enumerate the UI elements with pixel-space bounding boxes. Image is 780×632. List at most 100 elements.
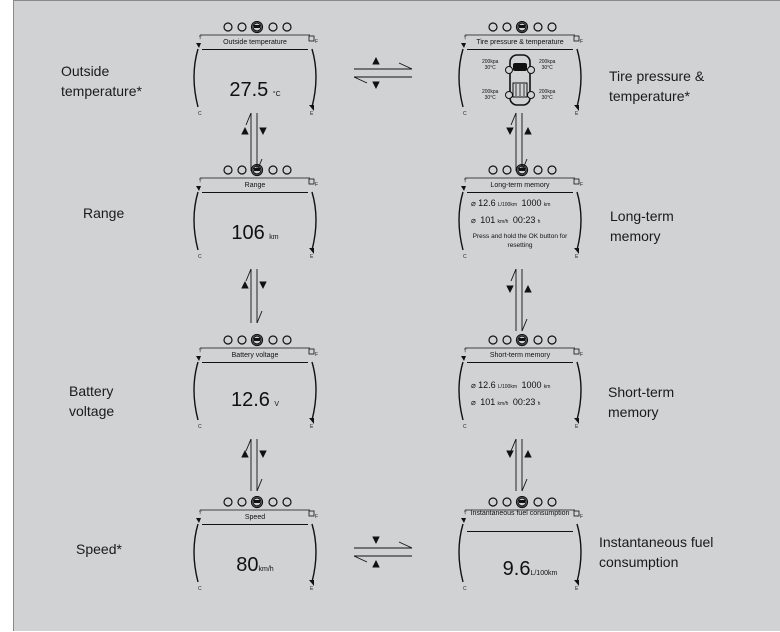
gauge-c-mark: C: [463, 254, 467, 260]
music-icon: [282, 165, 292, 175]
music-icon: [282, 497, 292, 507]
gauge-e-mark: E: [310, 254, 314, 260]
left-gauge-arc: [193, 523, 199, 583]
warning-icon: [268, 335, 278, 345]
arrowhead-up: [241, 449, 249, 458]
arrow-tail: [521, 478, 528, 492]
arrow-tail: [398, 541, 413, 549]
arrow-tail: [256, 478, 263, 492]
fuel-gauge-tick: [309, 248, 314, 254]
car-icon-ring: [515, 334, 529, 347]
arrow-tail: [398, 62, 413, 70]
tire-icon: [237, 335, 247, 345]
trip-icon: [223, 335, 233, 345]
arrowhead: [372, 536, 380, 545]
music-icon: [547, 497, 557, 507]
car-icon-ring: [515, 21, 529, 34]
arrowhead-up: [241, 280, 249, 289]
tire-icon: [237, 497, 247, 507]
fuel-pump-icon: [308, 35, 315, 42]
gauge-c-mark: C: [198, 254, 202, 260]
warning-icon: [268, 22, 278, 32]
warning-icon: [533, 22, 543, 32]
right-gauge-arc: [576, 48, 582, 108]
arrowhead: [372, 559, 380, 568]
car-icon-body: [519, 25, 525, 28]
fuel-unit: L/100km: [530, 570, 558, 577]
tire-icon: [502, 165, 512, 175]
arrowhead-down: [259, 450, 267, 459]
fuel-gauge-tick: [309, 418, 314, 424]
car-icon-body: [254, 338, 260, 341]
left-gauge-arc: [193, 48, 199, 108]
arrowhead-down: [506, 450, 514, 459]
left-gauge-arc: [193, 361, 199, 421]
car-icon-ring: [250, 21, 264, 34]
thermometer-icon: ⫯: [199, 509, 202, 516]
thermometer-icon: ⫯: [199, 34, 202, 41]
temperature-value: 27.5: [229, 79, 269, 101]
label-range: Range: [83, 205, 125, 221]
arrow-tail: [245, 268, 252, 282]
car-icon-body: [519, 500, 525, 503]
fuel-pump-icon: [573, 510, 580, 517]
tire-icon: [502, 335, 512, 345]
arrow-tail: [510, 438, 517, 452]
temp-gauge-tick: [461, 43, 466, 48]
trip-icon: [488, 22, 498, 32]
gauge-c-mark: C: [463, 424, 467, 430]
consumption-row: ⌀ 12.6 L/100km 1000 km: [471, 198, 551, 208]
car-icon-ring: [515, 496, 529, 509]
arrow-tail: [510, 268, 517, 282]
warning-icon: [533, 335, 543, 345]
right-gauge-arc: [311, 361, 317, 421]
music-icon: [282, 335, 292, 345]
screen-header: Battery voltage: [202, 349, 308, 363]
arrowhead: [372, 81, 380, 90]
voltage-value: 12.6: [230, 389, 270, 411]
arrowhead-down: [506, 285, 514, 294]
gauge-f-mark: F: [315, 182, 318, 188]
gauge-f-mark: F: [580, 352, 583, 358]
fuel-pump-icon: [308, 178, 315, 185]
right-gauge-arc: [311, 48, 317, 108]
car-icon: [517, 335, 527, 345]
fuel-pump-icon: [308, 348, 315, 355]
arrowhead-up: [241, 126, 249, 135]
screen-header: Range: [202, 179, 308, 193]
arrowhead-up: [524, 284, 532, 293]
trip-icon: [488, 335, 498, 345]
music-icon: [547, 335, 557, 345]
gauge-f-mark: F: [580, 182, 583, 188]
trip-icon: [488, 497, 498, 507]
right-gauge-arc: [576, 191, 582, 251]
tire-icon: [502, 497, 512, 507]
label-tire-pressure: Tire pressure & temperature*: [609, 68, 705, 104]
warning-icon: [533, 165, 543, 175]
arrow-tail: [245, 112, 252, 126]
gauge-e-mark: E: [310, 424, 314, 430]
arrow-tail: [353, 555, 368, 563]
trip-icon: [223, 165, 233, 175]
tire-icon: [237, 165, 247, 175]
thermometer-icon: ⫯: [464, 34, 467, 41]
speed-value: 80: [236, 554, 259, 576]
right-gauge-arc: [576, 361, 582, 421]
warning-icon: [533, 497, 543, 507]
temp-gauge-tick: [196, 43, 201, 48]
temperature-unit: °C: [272, 91, 281, 98]
screen-header: Outside temperature: [202, 36, 308, 50]
arrowhead-up: [524, 449, 532, 458]
label-instantaneous-fuel: Instantaneous fuel consumption: [599, 534, 714, 570]
car-icon-body: [254, 25, 260, 28]
trip-icon: [488, 165, 498, 175]
left-gauge-arc: [193, 191, 199, 251]
thermometer-icon: ⫯: [464, 509, 467, 516]
